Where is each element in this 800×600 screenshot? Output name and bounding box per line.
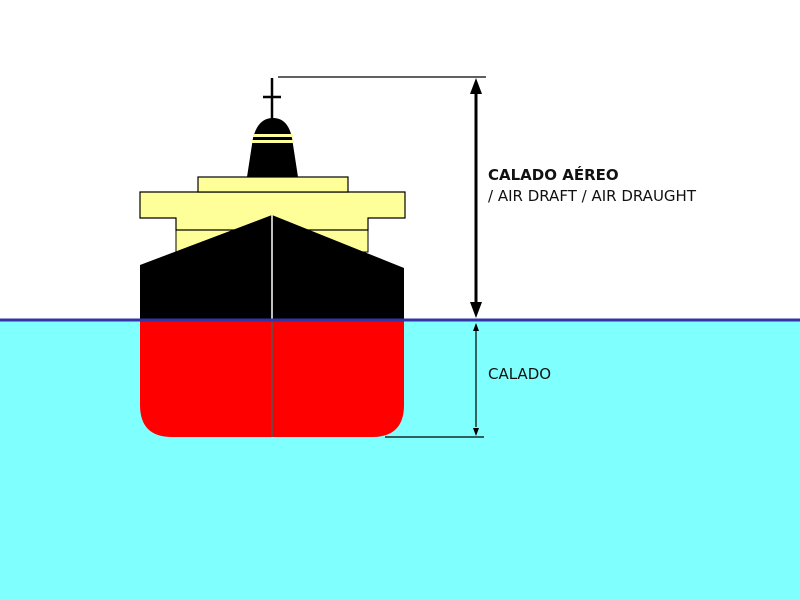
funnel-band [253, 134, 293, 137]
air-draft-arrow-head-bottom [470, 302, 482, 318]
funnel-band-2 [252, 140, 294, 143]
funnel [247, 118, 298, 177]
bridge-wings [139, 191, 406, 231]
air-draft-subtitle: / AIR DRAFT / AIR DRAUGHT [488, 187, 696, 205]
top-deck [197, 176, 349, 193]
air-draft-title: CALADO AÉREO [488, 166, 619, 184]
draft-label: CALADO [488, 365, 552, 383]
draft-arrow-head-bottom [473, 428, 479, 436]
air-draft-arrow-head-top [470, 78, 482, 94]
draft-arrow-head-top [473, 323, 479, 331]
